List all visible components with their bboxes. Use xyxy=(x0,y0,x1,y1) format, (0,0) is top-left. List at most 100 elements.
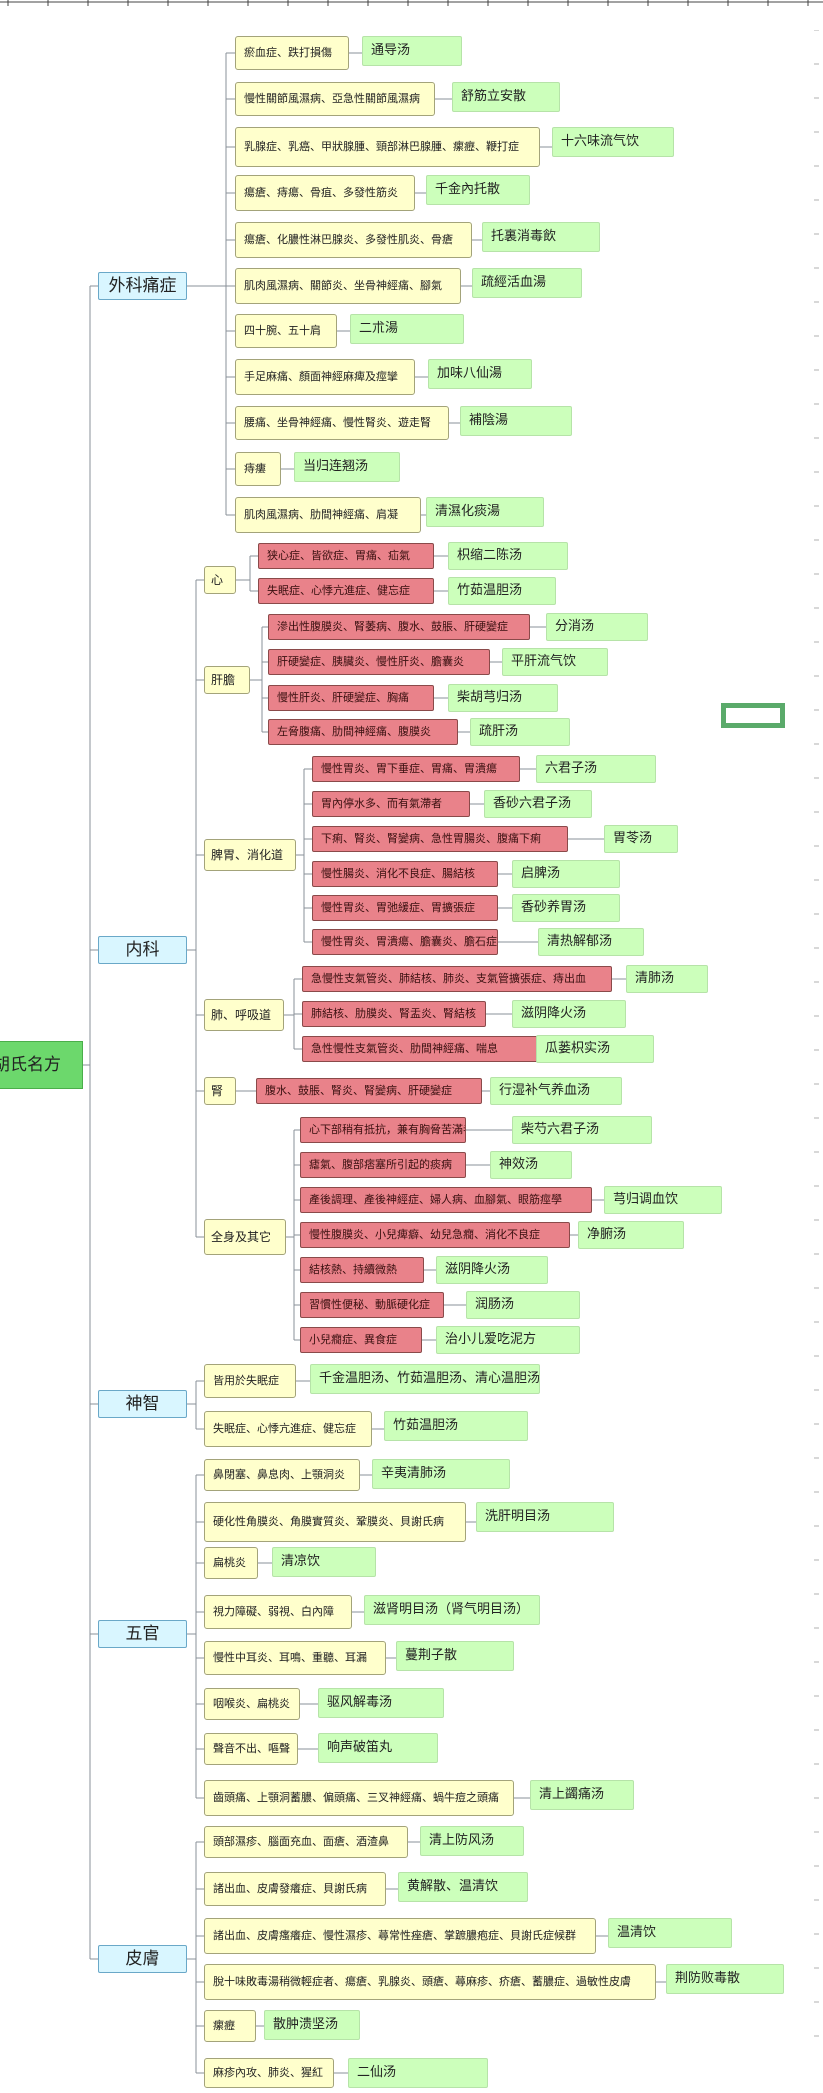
spleen-prescription[interactable]: 香砂六君子汤 xyxy=(484,790,592,818)
senses-prescription[interactable]: 清凉饮 xyxy=(272,1547,376,1577)
lung-prescription[interactable]: 滋阴降火汤 xyxy=(512,1000,626,1028)
body-prescription[interactable]: 治小儿爱吃泥方 xyxy=(436,1326,580,1354)
senses-condition[interactable]: 齒頭痛、上顎洞蓄膿、偏頭痛、三叉神經痛、蝸牛痘之頭痛 xyxy=(204,1780,514,1816)
surgery-prescription[interactable]: 舒筋立安散 xyxy=(452,82,560,112)
spleen-condition[interactable]: 慢性胃炎、胃潰瘍、膽囊炎、膽石症 xyxy=(312,929,498,955)
lung-prescription[interactable]: 瓜蒌枳实汤 xyxy=(536,1035,654,1063)
surgery-condition[interactable]: 瘍瘡、化膿性淋巴腺炎、多發性肌炎、骨瘡 xyxy=(235,222,472,258)
subgroup-spleen[interactable]: 脾胃、消化道 xyxy=(204,839,296,871)
surgery-prescription[interactable]: 二朮湯 xyxy=(350,314,464,344)
senses-prescription[interactable]: 驱风解毒汤 xyxy=(318,1688,444,1718)
kidney-condition[interactable]: 腹水、鼓脹、腎炎、腎變病、肝硬變症 xyxy=(256,1078,482,1104)
senses-condition[interactable]: 慢性中耳炎、耳鳴、重聽、耳漏 xyxy=(204,1641,386,1675)
spleen-condition[interactable]: 慢性腸炎、消化不良症、腸結核 xyxy=(312,861,498,887)
skin-condition[interactable]: 諸出血、皮膚發癢症、貝謝氏病 xyxy=(204,1872,386,1906)
skin-prescription[interactable]: 黄解散、温清饮 xyxy=(398,1872,528,1902)
surgery-prescription[interactable]: 千金內托散 xyxy=(426,175,530,205)
body-condition[interactable]: 結核熱、持續微熱 xyxy=(300,1257,424,1283)
surgery-condition[interactable]: 痔瘻 xyxy=(235,452,281,486)
senses-condition[interactable]: 扁桃炎 xyxy=(204,1547,258,1579)
spleen-prescription[interactable]: 启脾汤 xyxy=(512,860,620,888)
spleen-prescription[interactable]: 清热解郁汤 xyxy=(538,928,644,956)
liver-condition[interactable]: 慢性肝炎、肝硬變症、胸痛 xyxy=(268,685,434,711)
senses-prescription[interactable]: 蔓荆子散 xyxy=(396,1641,514,1671)
lung-condition[interactable]: 急性慢性支氣管炎、肋間神經痛、喘息 xyxy=(302,1036,548,1062)
liver-prescription[interactable]: 柴胡芎归汤 xyxy=(448,684,558,712)
spleen-condition[interactable]: 慢性胃炎、胃下垂症、胃痛、胃潰瘍 xyxy=(312,756,520,782)
body-prescription[interactable]: 芎归调血饮 xyxy=(604,1186,722,1214)
surgery-prescription[interactable]: 疏經活血湯 xyxy=(472,268,582,298)
mind-prescription[interactable]: 竹茹温胆汤 xyxy=(384,1411,528,1441)
surgery-prescription[interactable]: 補陰湯 xyxy=(460,406,572,436)
skin-condition[interactable]: 麻疹內攻、肺炎、猩紅 xyxy=(204,2058,334,2088)
spleen-prescription[interactable]: 六君子汤 xyxy=(536,755,656,783)
category-internal[interactable]: 内科 xyxy=(98,936,187,964)
lung-condition[interactable]: 肺結核、肋膜炎、腎盂炎、腎結核 xyxy=(302,1001,486,1027)
body-condition[interactable]: 瘧氣、腹部痞塞所引起的痰病 xyxy=(300,1152,466,1178)
root-node[interactable]: 胡氏名方 xyxy=(0,1041,83,1089)
category-mind[interactable]: 神智 xyxy=(98,1390,187,1418)
senses-prescription[interactable]: 清上蠲痛汤 xyxy=(530,1780,634,1810)
body-prescription[interactable]: 神效汤 xyxy=(490,1151,572,1179)
skin-condition[interactable]: 諸出血、皮膚瘙癢症、慢性濕疹、蕁常性痤瘡、掌蹠膿疱症、貝謝氏症候群 xyxy=(204,1918,596,1954)
spleen-prescription[interactable]: 香砂养胃汤 xyxy=(512,894,620,922)
category-skin[interactable]: 皮膚 xyxy=(98,1945,187,1973)
liver-condition[interactable]: 肝硬變症、胰臟炎、慢性肝炎、膽囊炎 xyxy=(268,649,490,675)
skin-condition[interactable]: 頭部濕疹、腦面充血、面瘡、酒渣鼻 xyxy=(204,1826,408,1858)
spleen-condition[interactable]: 胃內停水多、而有氣滯者 xyxy=(312,791,470,817)
liver-prescription[interactable]: 疏肝汤 xyxy=(470,718,570,746)
heart-prescription[interactable]: 竹茹温胆汤 xyxy=(448,577,556,605)
body-condition[interactable]: 產後調理、產後神經症、婦人病、血腳氣、眼筋痙學 xyxy=(300,1187,592,1213)
senses-condition[interactable]: 鼻閉塞、鼻息肉、上顎洞炎 xyxy=(204,1459,360,1491)
surgery-condition[interactable]: 肌肉風濕病、關節炎、坐骨神經痛、腳氣 xyxy=(235,268,461,304)
skin-condition[interactable]: 脫十味敗毒湯稍微輕症者、瘍瘡、乳腺炎、頭瘡、蕁麻疹、疥瘡、蓄膿症、過敏性皮膚 xyxy=(204,1964,656,2000)
heart-condition[interactable]: 狭心症、皆欲症、胃痛、疝氣 xyxy=(258,543,434,569)
body-condition[interactable]: 小兒癇症、異食症 xyxy=(300,1327,422,1353)
surgery-prescription[interactable]: 托裏消毒飲 xyxy=(482,222,600,252)
spleen-condition[interactable]: 下痢、腎炎、腎變病、急性胃腸炎、腹痛下痢 xyxy=(312,826,568,852)
liver-condition[interactable]: 左脅腹痛、肋間神經痛、腹膜炎 xyxy=(268,719,458,745)
skin-condition[interactable]: 瘰癧 xyxy=(204,2010,256,2042)
senses-condition[interactable]: 視力障礙、弱視、白內障 xyxy=(204,1595,352,1629)
subgroup-lung[interactable]: 肺、呼吸道 xyxy=(204,999,284,1031)
body-condition[interactable]: 心下部稍有抵抗，兼有胸脅苦滿者 xyxy=(300,1117,466,1143)
surgery-prescription[interactable]: 当归连翘汤 xyxy=(294,452,400,482)
kidney-prescription[interactable]: 行湿补气养血汤 xyxy=(490,1077,622,1105)
surgery-condition[interactable]: 乳腺症、乳癌、甲狀腺腫、頸部淋巴腺腫、瘰癧、鞭打症 xyxy=(235,127,540,167)
skin-prescription[interactable]: 清上防风汤 xyxy=(420,1826,524,1856)
senses-condition[interactable]: 硬化性角膜炎、角膜實質炎、鞏膜炎、貝謝氏病 xyxy=(204,1502,466,1542)
heart-prescription[interactable]: 枳缩二陈汤 xyxy=(448,542,568,570)
skin-prescription[interactable]: 二仙汤 xyxy=(348,2058,488,2088)
skin-prescription[interactable]: 散肿溃坚汤 xyxy=(264,2010,360,2040)
skin-prescription[interactable]: 荆防败毒散 xyxy=(666,1964,784,1994)
mind-condition[interactable]: 皆用於失眠症 xyxy=(204,1364,296,1398)
surgery-condition[interactable]: 手足麻痛、顏面神經麻痺及痙攣 xyxy=(235,359,415,395)
surgery-condition[interactable]: 腰痛、坐骨神經痛、慢性腎炎、遊走腎 xyxy=(235,406,449,440)
subgroup-liver[interactable]: 肝膽 xyxy=(204,666,250,694)
lung-prescription[interactable]: 清肺汤 xyxy=(626,965,708,993)
mind-condition[interactable]: 失眠症、心悸亢進症、健忘症 xyxy=(204,1411,372,1447)
category-surgery[interactable]: 外科痛症 xyxy=(98,272,187,300)
subgroup-heart[interactable]: 心 xyxy=(204,566,236,594)
surgery-prescription[interactable]: 通导汤 xyxy=(362,36,462,66)
senses-prescription[interactable]: 洗肝明目汤 xyxy=(476,1502,614,1532)
lung-condition[interactable]: 急慢性支氣管炎、肺結核、肺炎、支氣管擴張症、痔出血 xyxy=(302,966,612,992)
surgery-condition[interactable]: 瘀血症、跌打損傷 xyxy=(235,36,349,70)
liver-condition[interactable]: 滲出性腹膜炎、腎萎病、腹水、鼓脹、肝硬變症 xyxy=(268,614,530,640)
body-condition[interactable]: 習慣性便秘、動脈硬化症 xyxy=(300,1292,444,1318)
spleen-condition[interactable]: 慢性胃炎、胃弛緩症、胃擴張症 xyxy=(312,895,498,921)
liver-prescription[interactable]: 平肝流气饮 xyxy=(502,648,608,676)
subgroup-kidney[interactable]: 腎 xyxy=(204,1077,236,1105)
senses-prescription[interactable]: 滋肾明目汤（肾气明目汤） xyxy=(364,1595,540,1625)
category-senses[interactable]: 五官 xyxy=(98,1620,187,1648)
subgroup-body[interactable]: 全身及其它 xyxy=(204,1219,286,1255)
surgery-condition[interactable]: 四十腕、五十肩 xyxy=(235,314,337,348)
body-prescription[interactable]: 柴芍六君子汤 xyxy=(512,1116,652,1144)
skin-prescription[interactable]: 温清饮 xyxy=(608,1918,732,1948)
body-prescription[interactable]: 润肠汤 xyxy=(466,1291,580,1319)
surgery-prescription[interactable]: 十六味流气饮 xyxy=(552,127,674,157)
senses-condition[interactable]: 聲音不出、嘔聲 xyxy=(204,1733,298,1765)
body-prescription[interactable]: 净腑汤 xyxy=(578,1221,684,1249)
heart-condition[interactable]: 失眠症、心悸亢進症、健忘症 xyxy=(258,578,434,604)
senses-condition[interactable]: 咽喉炎、扁桃炎 xyxy=(204,1688,300,1720)
